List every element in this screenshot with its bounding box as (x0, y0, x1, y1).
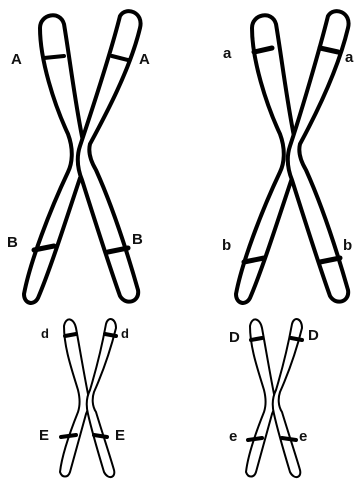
label-A-right: A (139, 51, 150, 68)
chromosome-top-left: A A B B (7, 11, 150, 303)
label-B-right: B (132, 231, 143, 248)
chromatid-top-left-2 (78, 11, 141, 302)
label-E-right: E (115, 427, 125, 444)
band-E-right (94, 435, 107, 437)
chromosome-bottom-left: d d E E (39, 319, 129, 477)
chromatid-bottom-right-2 (273, 319, 302, 477)
chromosome-bottom-right: D D e e (229, 319, 319, 477)
label-b-right: b (343, 237, 352, 254)
chromatid-bottom-left-1 (60, 319, 89, 476)
band-A-left (44, 56, 64, 58)
label-a-right: a (345, 49, 354, 66)
band-e-left (248, 438, 262, 440)
chromatid-bottom-right-1 (246, 319, 275, 476)
label-A-left: A (11, 51, 22, 68)
label-D-left: D (229, 329, 240, 346)
chromosome-top-right: a a b b (222, 11, 354, 303)
label-e-left: e (229, 428, 237, 445)
label-E-left: E (39, 427, 49, 444)
label-B-left: B (7, 234, 18, 251)
band-D-right (291, 338, 302, 340)
label-d-left: d (41, 326, 49, 341)
chromatid-bottom-left-2 (87, 319, 116, 477)
label-b-left: b (222, 237, 231, 254)
label-d-right: d (121, 326, 129, 341)
label-e-right: e (299, 428, 307, 445)
band-e-right (282, 438, 296, 440)
band-d-left (65, 334, 76, 336)
band-E-left (61, 435, 76, 437)
band-D-left (251, 338, 262, 340)
band-d-right (105, 334, 116, 336)
label-D-right: D (308, 327, 319, 344)
label-a-left: a (223, 45, 232, 62)
